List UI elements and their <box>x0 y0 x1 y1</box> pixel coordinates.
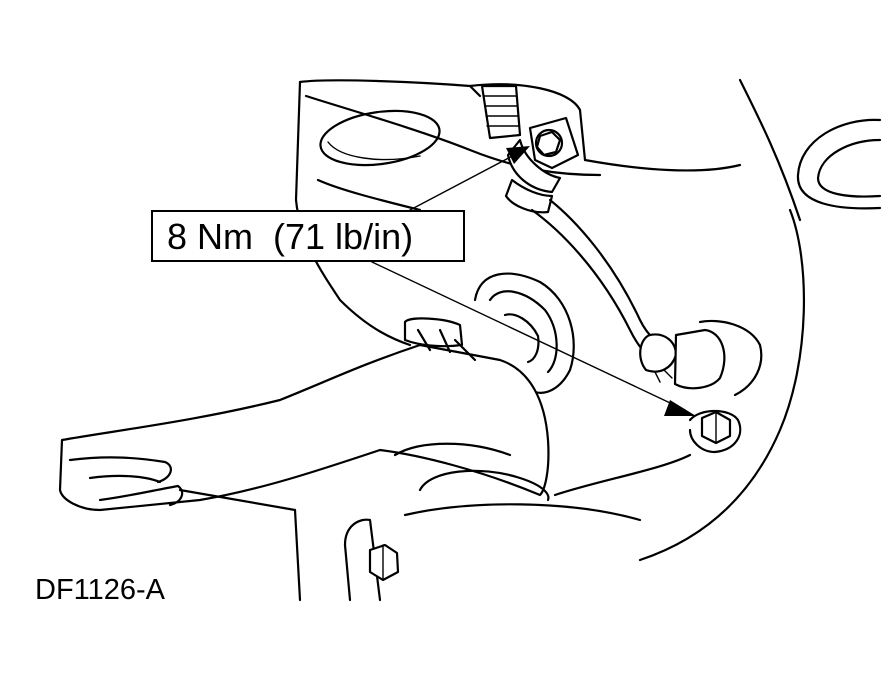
brake-hose-lower-fitting <box>639 319 763 397</box>
upper-bracket-tab <box>403 317 477 362</box>
figure-id: DF1126-A <box>35 574 166 606</box>
upper-oval-cutout <box>319 109 441 167</box>
upper-bolt-bracket <box>528 116 580 170</box>
lower-control-arm <box>58 343 550 602</box>
lower-bolt <box>688 409 742 454</box>
hub-bore <box>473 272 575 394</box>
torque-callout-box: 8 Nm (71 lb/in) <box>151 210 465 262</box>
callout-leader-upper <box>409 146 530 211</box>
callout-leader-lower <box>371 261 696 416</box>
lower-housing <box>343 469 642 602</box>
torque-spec-label: 8 Nm (71 lb/in) <box>167 216 414 257</box>
right-ring <box>796 118 882 210</box>
